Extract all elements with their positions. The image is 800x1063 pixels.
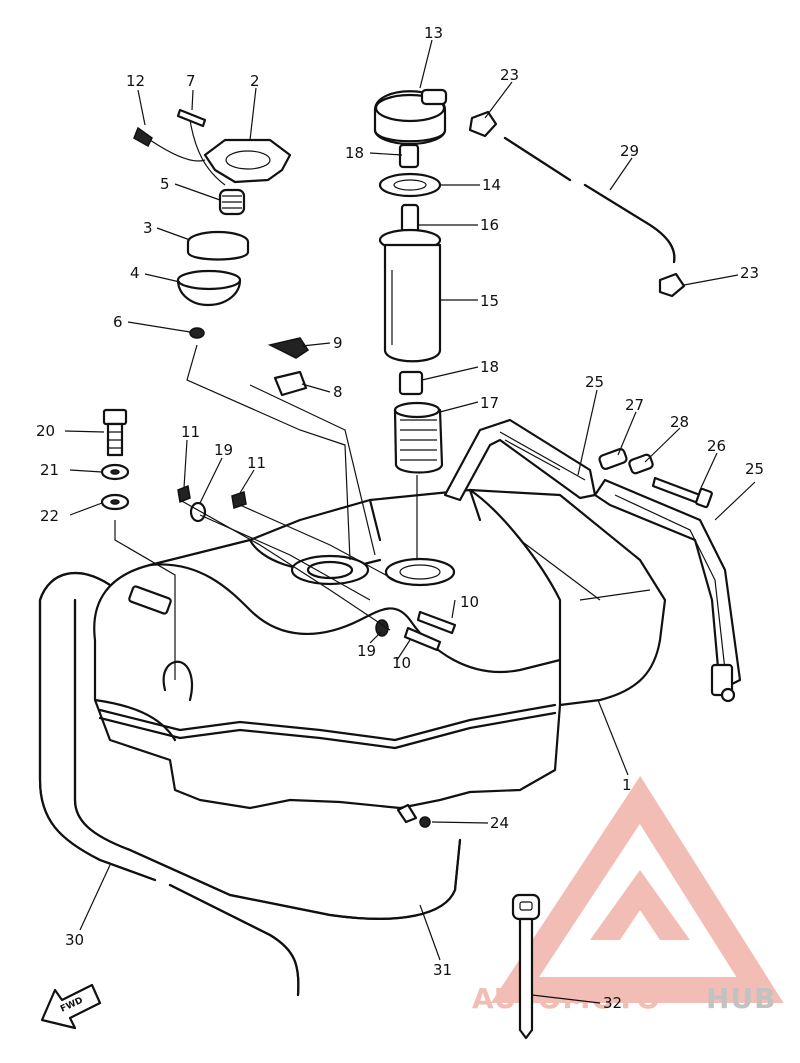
callout-9: 9 xyxy=(333,334,343,352)
callout-11-right: 11 xyxy=(247,454,266,472)
callout-21: 21 xyxy=(40,461,59,479)
callout-11-left: 11 xyxy=(181,423,200,441)
callout-7: 7 xyxy=(186,72,196,90)
callout-12: 12 xyxy=(126,72,145,90)
watermark-logo: AUTOMOTO HUB xyxy=(472,776,784,1015)
callout-5: 5 xyxy=(160,175,170,193)
cap-cover-assembly xyxy=(133,108,310,397)
callout-19-lower: 19 xyxy=(357,642,376,660)
callout-24: 24 xyxy=(490,814,509,832)
watermark-text-secondary: HUB xyxy=(706,982,777,1015)
callout-20: 20 xyxy=(36,422,55,440)
callout-30: 30 xyxy=(65,931,84,949)
callout-31: 31 xyxy=(433,961,452,979)
callout-labels: 12 7 2 5 3 4 6 9 8 13 18 14 16 15 18 17 … xyxy=(36,24,764,1012)
callout-15: 15 xyxy=(480,292,499,310)
fuel-tank-body xyxy=(93,488,667,828)
callout-28: 28 xyxy=(670,413,689,431)
callout-10-upper: 10 xyxy=(460,593,479,611)
callout-1: 1 xyxy=(622,776,632,794)
callout-2: 2 xyxy=(250,72,260,90)
callout-19-upper: 19 xyxy=(214,441,233,459)
callout-25-upper: 25 xyxy=(585,373,604,391)
fwd-arrow-icon: FWD xyxy=(40,983,102,1030)
callout-18-lower: 18 xyxy=(480,358,499,376)
callout-32: 32 xyxy=(603,994,622,1012)
callout-10-lower: 10 xyxy=(392,654,411,672)
callout-16: 16 xyxy=(480,216,499,234)
filler-cap-assembly xyxy=(373,88,448,474)
callout-13: 13 xyxy=(424,24,443,42)
breather-hose-assembly xyxy=(468,110,686,298)
callout-25-lower: 25 xyxy=(745,460,764,478)
tank-strap-assembly xyxy=(443,418,742,703)
callout-23-lower: 23 xyxy=(740,264,759,282)
leader-lines xyxy=(64,39,756,1004)
callout-29: 29 xyxy=(620,142,639,160)
callout-27: 27 xyxy=(625,396,644,414)
callout-6: 6 xyxy=(113,313,123,331)
key xyxy=(511,893,541,1040)
callout-23-upper: 23 xyxy=(500,66,519,84)
callout-18-upper: 18 xyxy=(345,144,364,162)
callout-14: 14 xyxy=(482,176,501,194)
callout-4: 4 xyxy=(130,264,140,282)
callout-17: 17 xyxy=(480,394,499,412)
callout-22: 22 xyxy=(40,507,59,525)
callout-3: 3 xyxy=(143,219,153,237)
callout-26: 26 xyxy=(707,437,726,455)
callout-8: 8 xyxy=(333,383,343,401)
fasteners xyxy=(100,344,457,680)
drain-hoses xyxy=(38,571,462,997)
